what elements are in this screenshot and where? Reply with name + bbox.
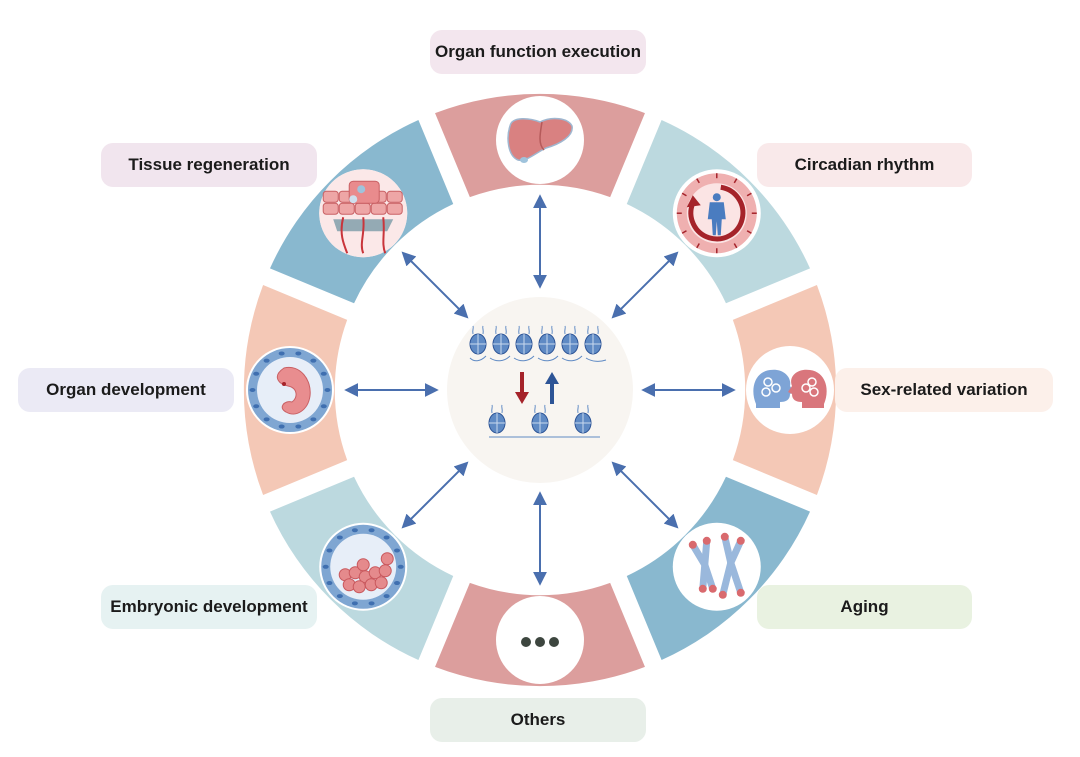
embryo-icon <box>246 346 334 434</box>
chromosome-icon <box>672 522 761 611</box>
nucleosome-icon <box>492 325 510 355</box>
center-chromatin <box>447 297 633 483</box>
label-aging: Aging <box>757 585 972 629</box>
label-organ-development: Organ development <box>18 368 234 412</box>
ellipsis-icon <box>496 596 584 684</box>
label-text: Organ development <box>46 380 206 399</box>
label-text: Tissue regeneration <box>128 155 290 174</box>
nucleosome-icon <box>469 325 487 355</box>
nucleosome-icon <box>574 404 592 434</box>
label-text: Embryonic development <box>110 597 308 616</box>
connector-arrows <box>344 194 736 586</box>
label-text: Circadian rhythm <box>794 155 935 174</box>
nucleosome-icon <box>538 325 556 355</box>
male-female-heads-icon <box>746 346 834 434</box>
center-circle <box>447 297 633 483</box>
label-others: Others <box>430 698 646 742</box>
label-text: Aging <box>840 597 889 616</box>
connector-arrow <box>611 251 679 319</box>
liver-icon <box>496 96 584 184</box>
label-embryonic-development: Embryonic development <box>101 585 317 629</box>
label-organ-function-execution: Organ function execution <box>430 30 646 74</box>
label-text: Sex-related variation <box>860 380 1028 399</box>
chromatin-compaction-icon <box>469 325 607 438</box>
nucleosome-icon <box>531 404 549 434</box>
connector-arrow <box>611 461 679 529</box>
label-circadian-rhythm: Circadian rhythm <box>757 143 972 187</box>
tissue-cells-icon <box>319 169 408 258</box>
connector-arrow <box>401 251 469 319</box>
label-text: Organ function execution <box>435 42 641 61</box>
connector-arrow <box>401 461 469 529</box>
nucleosome-icon <box>584 325 602 355</box>
nucleosome-icon <box>488 404 506 434</box>
segment-icons <box>246 96 834 684</box>
nucleosome-icon <box>561 325 579 355</box>
label-text: Others <box>510 710 566 729</box>
label-sex-related-variation: Sex-related variation <box>835 368 1053 412</box>
nucleosome-icon <box>515 325 533 355</box>
blastocyst-icon <box>319 522 408 611</box>
circadian-clock-icon <box>672 169 761 258</box>
label-tissue-regeneration: Tissue regeneration <box>101 143 317 187</box>
